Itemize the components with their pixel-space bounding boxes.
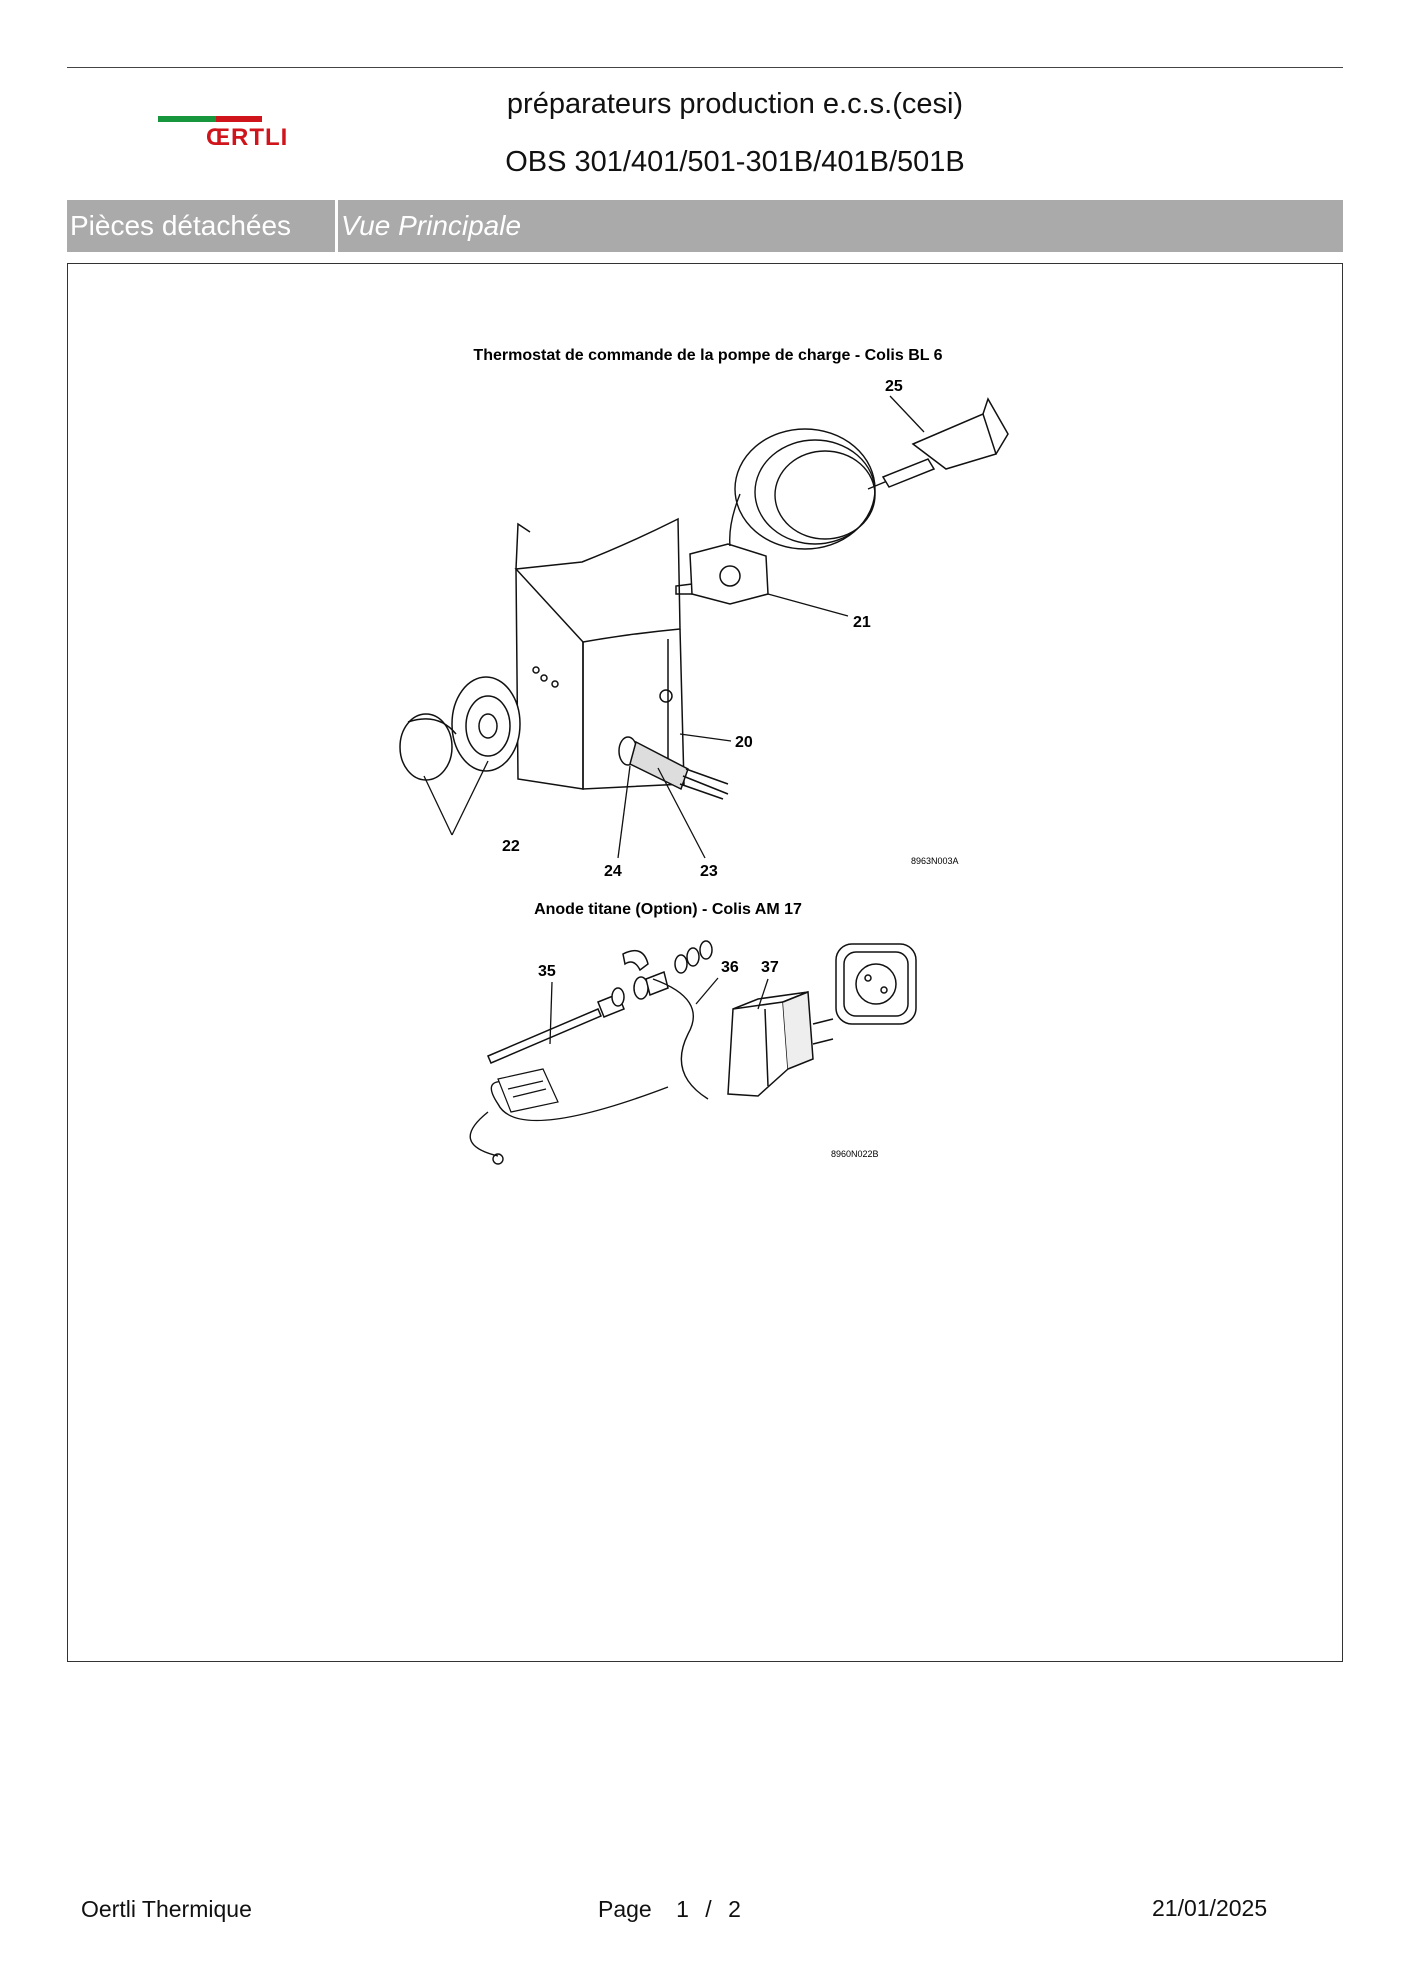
thermostat-unit <box>675 543 769 605</box>
section-separator <box>335 200 338 252</box>
footer-company: Oertli Thermique <box>81 1896 252 1922</box>
capillary-coil <box>729 428 929 550</box>
cable-gland <box>618 736 729 800</box>
page-label: Page <box>598 1896 652 1922</box>
label-20: 20 <box>735 734 753 751</box>
footer-pagination: Page 1 / 2 <box>598 1896 741 1923</box>
logo-green-bar <box>158 116 216 122</box>
wall-socket <box>835 943 917 1025</box>
logo-text: ŒRTLI <box>206 124 289 151</box>
label-21: 21 <box>853 614 871 631</box>
page-total: 2 <box>728 1896 741 1922</box>
document-title: préparateurs production e.c.s.(cesi) <box>506 88 964 120</box>
footer-date: 21/01/2025 <box>1152 1895 1268 1921</box>
titanium-anode <box>487 940 713 1064</box>
top-diagram-title: Thermostat de commande de la pompe de ch… <box>473 347 942 364</box>
power-adapter <box>727 990 834 1097</box>
sensor-bulb <box>881 397 1009 488</box>
label-36: 36 <box>721 959 739 976</box>
exploded-parts-diagram: Thermostat de commande de la pompe de ch… <box>399 347 1009 1165</box>
top-leader-lines <box>423 395 925 859</box>
warning-tag <box>497 1068 559 1113</box>
label-23: 23 <box>700 863 718 880</box>
page-current: 1 <box>676 1896 689 1922</box>
section-label-parts: Pièces détachées <box>70 210 292 241</box>
top-ref-code: 8963N003A <box>911 856 959 866</box>
thermostat-housing <box>514 517 685 790</box>
section-label-view: Vue Principale <box>341 210 522 241</box>
label-35: 35 <box>538 963 556 980</box>
logo-red-bar <box>216 116 262 122</box>
section-bar: Pièces détachées Vue Principale <box>67 200 1343 252</box>
model-title: OBS 301/401/501-301B/401B/501B <box>505 146 965 178</box>
label-25: 25 <box>885 378 903 395</box>
label-37: 37 <box>761 959 779 976</box>
oertli-logo: ŒRTLI <box>158 114 308 154</box>
diagram-frame: Thermostat de commande de la pompe de ch… <box>67 263 1343 1662</box>
bottom-diagram-title: Anode titane (Option) - Colis AM 17 <box>534 901 802 918</box>
top-rule <box>67 67 1343 68</box>
anode-wire <box>469 978 709 1165</box>
bottom-ref-code: 8960N022B <box>831 1149 879 1159</box>
label-22: 22 <box>502 838 520 855</box>
label-24: 24 <box>604 863 622 880</box>
page-separator: / <box>705 1896 712 1922</box>
bottom-leader-lines <box>549 977 769 1045</box>
knob-assembly <box>399 676 521 781</box>
